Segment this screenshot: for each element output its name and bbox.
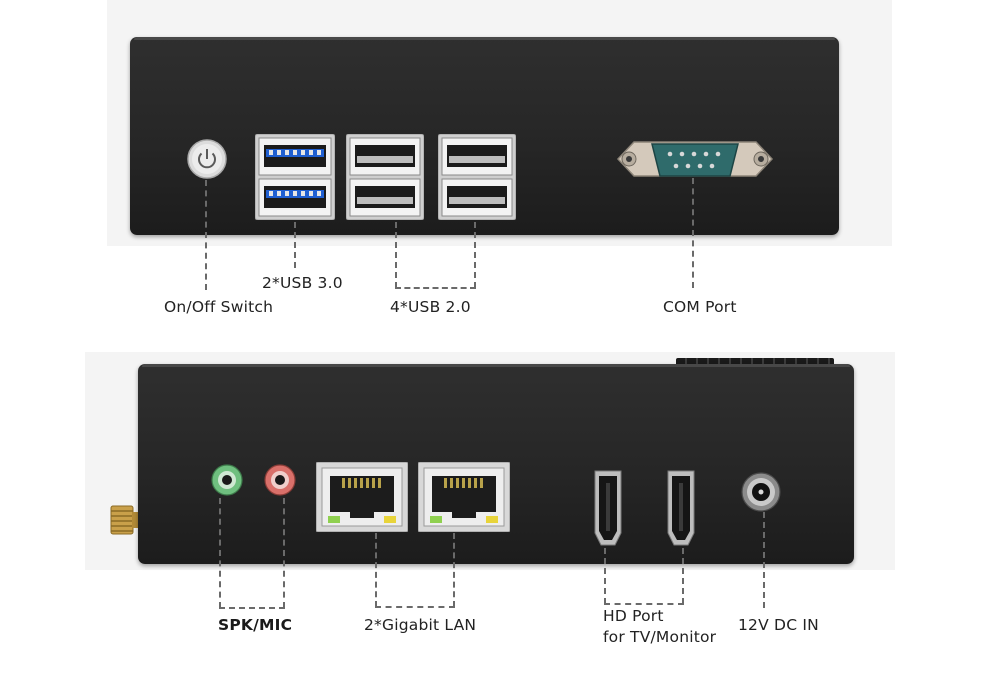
lan-leader-right	[453, 533, 455, 607]
power-icon	[187, 139, 227, 179]
label-usb2: 4*USB 2.0	[390, 298, 471, 316]
speaker-jack[interactable]	[210, 463, 244, 497]
usb3-port-stack	[255, 134, 335, 220]
microphone-jack[interactable]	[263, 463, 297, 497]
power-switch-leader	[205, 180, 207, 290]
front-panel-top-edge	[134, 37, 835, 40]
lan-port-1[interactable]	[316, 462, 408, 532]
usb2-port-stack-left	[346, 134, 424, 220]
label-hdmi-line2: for TV/Monitor	[603, 628, 717, 646]
audio-leader-bridge	[219, 607, 285, 609]
usb2-port-stack-right	[438, 134, 516, 220]
dc-leader	[763, 512, 765, 608]
hdmi-port-1[interactable]	[591, 469, 625, 549]
rear-panel-top-edge	[142, 364, 850, 367]
mic-leader	[283, 498, 285, 608]
hdmi-leader-bridge	[604, 603, 684, 605]
label-spk-mic: SPK/MIC	[218, 616, 293, 634]
usb2-leader-left	[395, 222, 397, 288]
power-button[interactable]	[186, 138, 228, 180]
lan-port-2[interactable]	[418, 462, 510, 532]
hdmi-port-2[interactable]	[664, 469, 698, 549]
lan-leader-left	[375, 533, 377, 607]
label-hdmi-line1: HD Port	[603, 607, 664, 625]
hdmi-leader-left	[604, 548, 606, 604]
label-usb3: 2*USB 3.0	[262, 274, 343, 292]
usb2-leader-bridge	[395, 287, 476, 289]
usb2-leader-right	[474, 222, 476, 288]
label-com-port: COM Port	[663, 298, 737, 316]
lan-leader-bridge	[375, 606, 455, 608]
dc-power-jack[interactable]	[740, 471, 782, 513]
hdmi-leader-right	[682, 548, 684, 604]
label-dc-in: 12V DC IN	[738, 616, 819, 634]
label-power-switch: On/Off Switch	[164, 298, 274, 316]
spk-leader	[219, 498, 221, 608]
label-gigabit-lan: 2*Gigabit LAN	[364, 616, 477, 634]
usb3-leader	[294, 222, 296, 268]
antenna-connector	[108, 500, 140, 540]
com-leader	[692, 178, 694, 288]
com-port	[614, 134, 776, 184]
